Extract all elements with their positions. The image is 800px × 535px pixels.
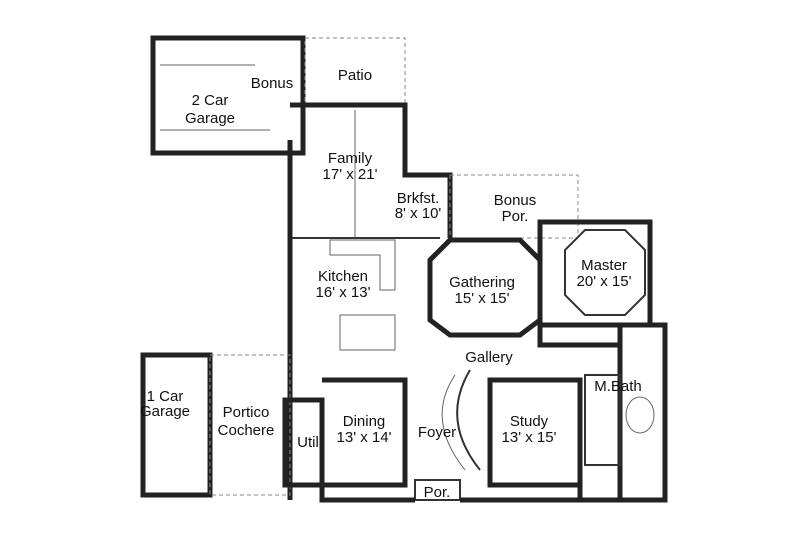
room-label-foyer: Foyer xyxy=(418,424,456,441)
room-size-kitchen: 16' x 13' xyxy=(316,284,371,301)
room-size-dining: 13' x 14' xyxy=(337,429,392,446)
room-label-1-car-garage-2: Garage xyxy=(140,403,190,420)
room-label-brkfst: Brkfst. xyxy=(397,190,440,207)
room-label-dining: Dining xyxy=(343,413,386,430)
room-label-family: Family xyxy=(328,150,373,167)
room-label-mbath: M.Bath xyxy=(594,378,642,395)
room-label-gathering: Gathering xyxy=(449,274,515,291)
room-label-master: Master xyxy=(581,257,627,274)
room-size-gathering: 15' x 15' xyxy=(455,290,510,307)
room-size-brkfst: 8' x 10' xyxy=(395,205,442,222)
room-labels: Bonus Patio 2 Car Garage Family 17' x 21… xyxy=(140,67,642,501)
room-label-patio: Patio xyxy=(338,67,372,84)
room-size-master: 20' x 15' xyxy=(577,273,632,290)
room-label-bonus-por-2: Por. xyxy=(502,208,529,225)
room-label-bonus: Bonus xyxy=(251,75,294,92)
room-label-portico-2: Cochere xyxy=(218,422,275,439)
room-label-kitchen: Kitchen xyxy=(318,268,368,285)
room-size-study: 13' x 15' xyxy=(502,429,557,446)
room-label-portico-1: Portico xyxy=(223,404,270,421)
room-label-2-car-garage-1: 2 Car xyxy=(192,92,229,109)
room-label-bonus-por-1: Bonus xyxy=(494,192,537,209)
room-label-2-car-garage-2: Garage xyxy=(185,110,235,127)
room-label-1-car-garage-1: 1 Car xyxy=(147,388,184,405)
walls xyxy=(140,35,668,503)
room-label-util: Util xyxy=(297,434,319,451)
room-label-por: Por. xyxy=(424,484,451,501)
room-label-gallery: Gallery xyxy=(465,349,513,366)
room-size-family: 17' x 21' xyxy=(323,166,378,183)
room-label-study: Study xyxy=(510,413,549,430)
